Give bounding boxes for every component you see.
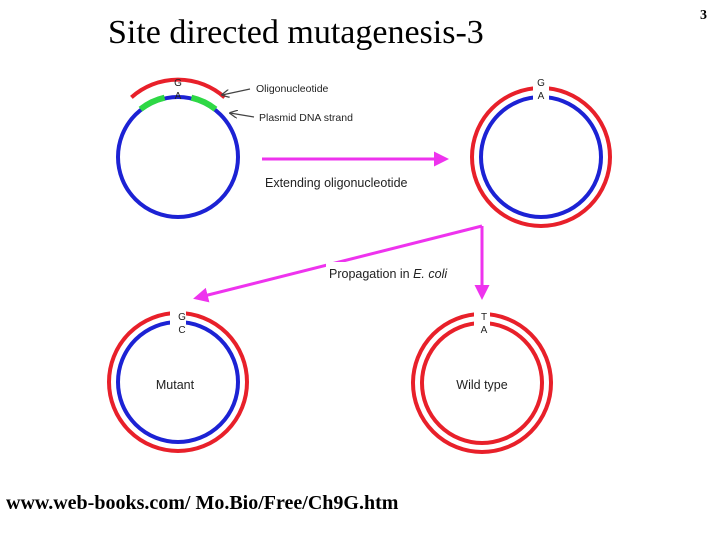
plasmid-strand-label: Plasmid DNA strand xyxy=(259,112,353,124)
plasmid-step2: G A xyxy=(470,76,612,228)
base-bottom: A xyxy=(538,91,545,102)
plasmid-strand-circle xyxy=(479,95,603,219)
oligonucleotide-label: Oligonucleotide xyxy=(256,83,329,95)
oligo-mismatch-green xyxy=(190,94,218,112)
base-bottom: A xyxy=(175,91,182,102)
plasmid-strand-circle xyxy=(116,95,240,219)
plasmid-mutant: G C Mutant xyxy=(107,301,249,453)
base-top: G xyxy=(174,78,182,89)
base-top: G xyxy=(178,312,186,323)
extending-label: Extending oligonucleotide xyxy=(265,176,408,190)
oligonucleotide-arc-red xyxy=(130,77,226,99)
mutant-label: Mutant xyxy=(156,378,195,392)
extended-oligo-strand xyxy=(470,86,612,228)
slide-title: Site directed mutagenesis-3 xyxy=(108,14,484,51)
source-url: www.web-books.com/ Mo.Bio/Free/Ch9G.htm xyxy=(6,492,399,514)
propagation-label: Propagation in E. coli xyxy=(329,267,448,281)
oligo-mismatch-green xyxy=(138,94,166,112)
plasmid-strand-pointer xyxy=(230,113,255,117)
base-top: T xyxy=(481,312,487,323)
oligonucleotide-pointer xyxy=(222,88,251,95)
page-number: 3 xyxy=(700,8,707,23)
plasmid-step1: G A xyxy=(116,77,240,219)
base-bottom: A xyxy=(481,325,488,336)
wildtype-label: Wild type xyxy=(456,378,507,392)
base-top: G xyxy=(537,78,545,89)
base-bottom: C xyxy=(178,325,185,336)
plasmid-wildtype: T A Wild type xyxy=(411,302,553,454)
